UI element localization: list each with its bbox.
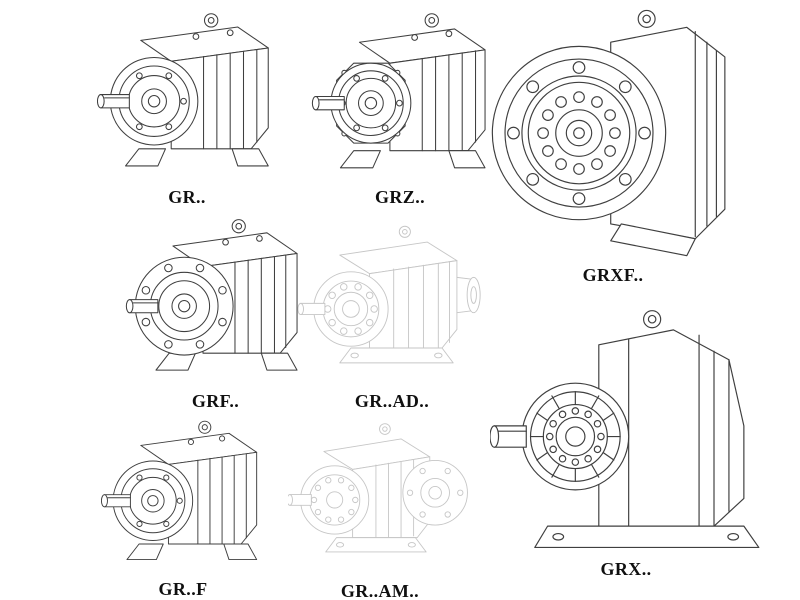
gr-figure: GR.. [92,8,282,208]
gr-f-gearbox-illustration [100,420,257,561]
output-shaft [297,302,326,316]
gr-ad-label: GR..AD.. [354,391,430,411]
gr-f-label: GR..F [158,579,208,599]
grx-label: GRX.. [600,559,652,579]
grz-label: GRZ.. [374,187,425,207]
mounting-base [325,537,427,553]
input-flange [491,45,667,221]
housing-body [389,49,486,152]
grf-gearbox-illustration [125,219,298,371]
mounting-feet [610,223,697,257]
input-adapter [456,276,481,314]
lifting-eyebolt [398,225,411,238]
grf-label: GRF.. [191,391,240,411]
gr-label: GR.. [168,187,206,207]
lifting-eyebolt [637,9,656,28]
bearing-cover [300,465,370,535]
grf-figure: GRF.. [118,214,313,412]
grxf-label: GRXF.. [582,265,644,285]
output-shaft [125,299,191,314]
mounting-feet [155,352,298,371]
lifting-eyebolt [231,219,246,234]
mounting-base [339,347,454,364]
output-shaft [288,494,312,506]
mounting-feet [339,150,486,169]
bearing-cover [312,271,389,347]
grz-figure: GRZ.. [306,8,494,208]
input-flange [134,256,234,356]
gr-ad-figure: GR..AD.. [292,216,492,412]
gr-am-label: GR..AM.. [340,581,420,600]
grz-gearbox-illustration [311,13,486,169]
lifting-eyebolt [379,423,391,435]
gr-am-gearbox-illustration [288,423,468,553]
internal-gear [545,407,605,466]
mounting-base [534,525,760,549]
gr-ad-gearbox-illustration [297,225,481,364]
bearing-cover [521,382,630,491]
output-shaft [311,95,377,111]
internal-gear [537,91,621,175]
grx-gearbox-illustration [490,310,760,549]
output-shaft [490,425,586,448]
lifting-eyebolt [643,310,662,329]
gr-gearbox-illustration [96,13,269,167]
grxf-gearbox-illustration [491,9,726,257]
lifting-eyebolt [424,13,439,28]
output-flange [402,460,468,526]
gr-am-figure: GR..AM.. [280,412,480,600]
grxf-figure: GRXF.. [486,2,740,286]
gr-f-figure: GR..F [88,416,278,600]
grx-figure: GRX.. [490,300,762,580]
